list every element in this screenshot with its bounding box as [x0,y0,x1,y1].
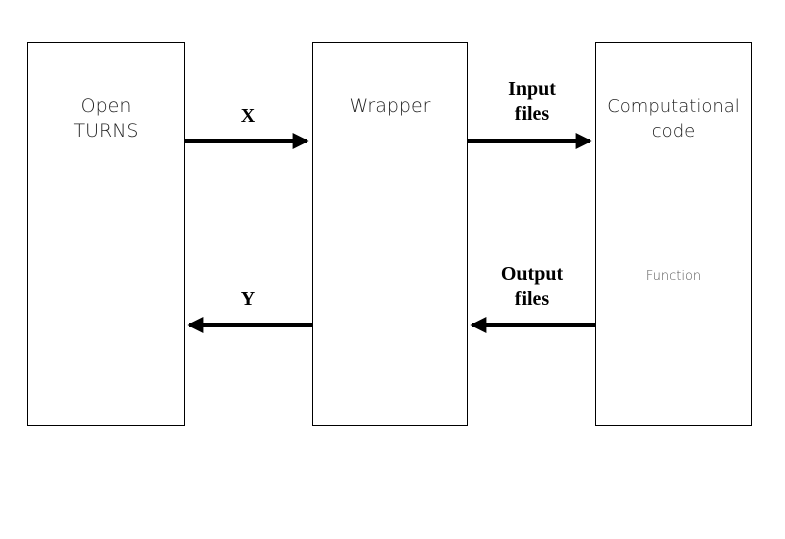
openturns-label: Open TURNS [28,94,184,144]
output-files-label-line1: Output [500,263,564,285]
y-label: Y [240,288,256,310]
wrapper-label: Wrapper [349,95,431,117]
output-files-label-line2: files [514,288,550,310]
computational-code-label: Computational code [596,94,751,144]
input-files-label: Input files [482,77,582,127]
openturns-label-line2: TURNS [73,120,139,142]
output-files-label: Output files [477,262,587,312]
openturns-box: Open TURNS [27,42,185,426]
computational-code-label-line2: code [651,121,696,142]
function-label: Function [645,269,702,284]
computational-code-box: Computational code Function [595,42,752,426]
openturns-label-line1: Open [80,95,132,117]
x-label: X [240,105,256,127]
wrapper-box: Wrapper [312,42,468,426]
input-files-label-line2: files [514,103,550,125]
input-files-label-line1: Input [508,78,556,100]
computational-code-label-line1: Computational [607,96,740,117]
